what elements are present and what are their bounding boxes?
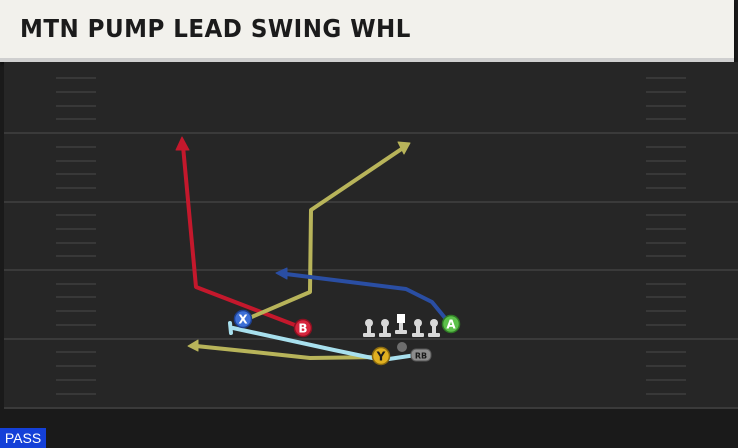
route-b-arrowhead	[175, 136, 190, 151]
route-a-arrowhead	[275, 267, 288, 280]
player-a-token[interactable]: A	[441, 314, 461, 334]
play-mode-badge: PASS	[0, 428, 46, 448]
route-y-arrowhead	[187, 339, 199, 352]
player-y-label: Y	[376, 350, 386, 364]
center-icon	[395, 314, 407, 334]
route-rb-endcap	[228, 321, 233, 335]
route-a-blue	[284, 272, 452, 326]
player-b-token[interactable]: B	[293, 318, 313, 338]
route-x-arrowhead	[397, 141, 411, 155]
quarterback-icon	[397, 342, 407, 352]
player-rb-label: RB	[415, 352, 427, 361]
player-a-label: A	[446, 318, 456, 332]
route-rb-cyan	[231, 326, 418, 362]
hash-marks-left	[56, 77, 96, 395]
player-x-label: X	[238, 313, 248, 327]
play-field	[4, 62, 738, 408]
lineman-icon	[379, 319, 391, 337]
yard-lines	[4, 132, 738, 409]
offensive-line	[363, 314, 440, 337]
player-rb-token[interactable]: RB	[410, 348, 432, 362]
route-x-yellow	[245, 146, 405, 321]
lineman-icon	[363, 319, 375, 337]
lineman-icon	[428, 319, 440, 337]
hash-marks-right	[646, 77, 686, 395]
route-b-red	[181, 144, 302, 329]
route-y-yellow	[194, 344, 382, 360]
lineman-icon	[412, 319, 424, 337]
field-bottom-band	[0, 408, 738, 448]
play-title: MTN PUMP LEAD SWING WHL	[20, 14, 411, 43]
player-y-token[interactable]: Y	[371, 346, 391, 366]
player-b-label: B	[298, 322, 307, 336]
player-x-token[interactable]: X	[233, 309, 253, 329]
play-title-bar: MTN PUMP LEAD SWING WHL	[0, 0, 734, 62]
